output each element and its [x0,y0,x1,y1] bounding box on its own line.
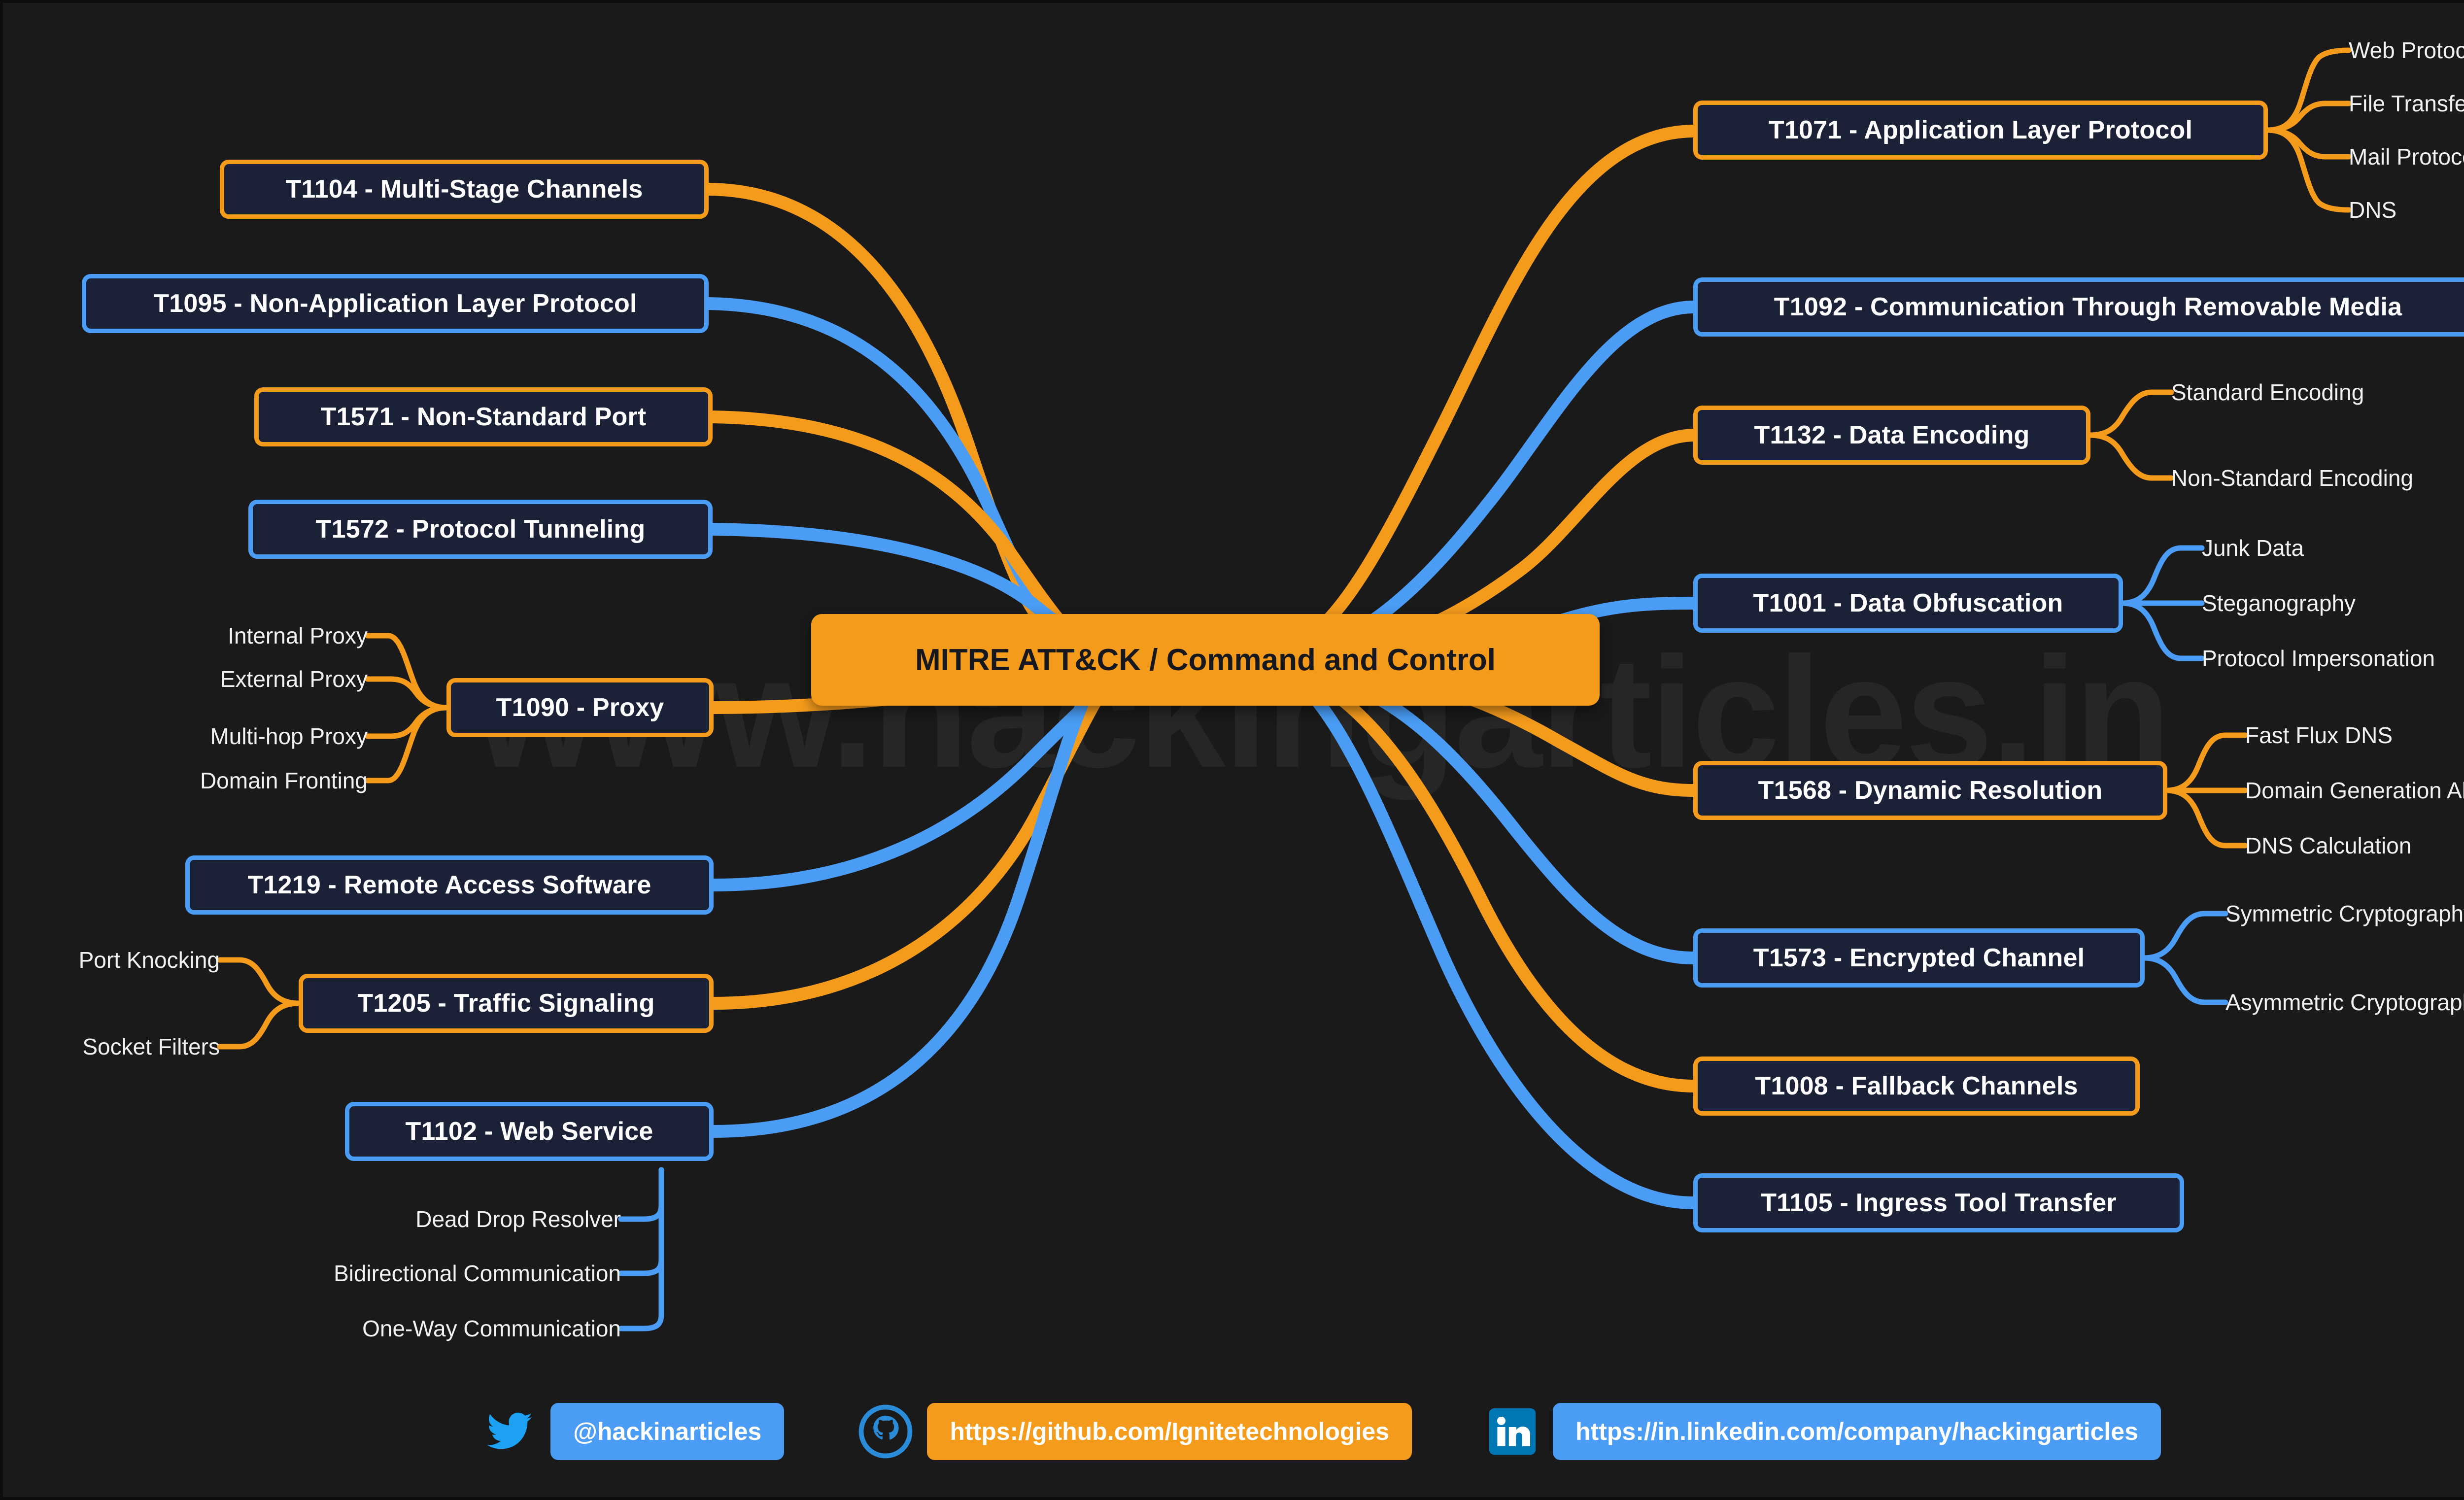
node-label: T1105 - Ingress Tool Transfer [1761,1189,2117,1217]
leaf-wire-web-protocols [2264,47,2352,133]
node-label: T1008 - Fallback Channels [1755,1072,2078,1100]
node-t1571[interactable]: T1571 - Non-Standard Port [254,387,713,446]
twitter-handle-pill[interactable]: @hackinarticles [550,1403,785,1460]
leaf-wire-asymmetric-cryptography [2141,955,2228,1005]
wire-t1105 [1298,679,1700,1209]
node-label: T1132 - Data Encoding [1754,421,2030,449]
footer-social-bar: @hackinarticles https://github.com/Ignit… [3,1390,2464,1473]
leaf-internal-proxy: Internal Proxy [228,623,368,648]
leaf-asymmetric-cryptography: Asymmetric Cryptography [2225,989,2464,1015]
github-url-text: https://github.com/Ignitetechnologies [950,1418,1389,1445]
node-label: T1092 - Communication Through Removable … [1774,293,2402,321]
leaf-protocol-impersonation: Protocol Impersonation [2202,646,2435,671]
node-label: T1205 - Traffic Signaling [357,989,655,1018]
leaf-domain-generation-algorithms: Domain Generation Algorithms [2245,778,2464,803]
leaf-dns: DNS [2349,197,2397,223]
node-label: T1572 - Protocol Tunneling [315,515,646,544]
leaf-wire-fast-flux-dns [2163,732,2248,793]
wire-t1573 [1327,672,1700,964]
node-t1105[interactable]: T1105 - Ingress Tool Transfer [1693,1173,2184,1232]
wire-t1008 [1312,677,1700,1092]
node-label: T1001 - Data Obfuscation [1753,589,2063,617]
footer-linkedin-group[interactable]: https://in.linkedin.com/company/hackinga… [1486,1403,2161,1460]
leaf-socket-filters: Socket Filters [82,1034,220,1059]
linkedin-url-pill[interactable]: https://in.linkedin.com/company/hackinga… [1553,1403,2161,1460]
leaf-port-knocking: Port Knocking [78,947,220,973]
leaf-wire-protocol-impersonation [2119,600,2205,661]
leaf-bidirectional-communication: Bidirectional Communication [334,1261,621,1286]
node-t1095[interactable]: T1095 - Non-Application Layer Protocol [82,274,709,333]
node-t1573[interactable]: T1573 - Encrypted Channel [1693,928,2145,988]
node-label: T1219 - Remote Access Software [247,871,651,899]
node-t1001[interactable]: T1001 - Data Obfuscation [1693,574,2123,633]
node-label: T1102 - Web Service [405,1117,653,1146]
leaf-wire-external-proxy [365,676,449,711]
leaf-standard-encoding: Standard Encoding [2171,379,2364,405]
leaf-wire-junk-data [2119,545,2205,606]
twitter-handle-text: @hackinarticles [573,1418,762,1445]
node-t1132[interactable]: T1132 - Data Encoding [1693,406,2090,465]
node-label: T1071 - Application Layer Protocol [1768,116,2193,144]
github-url-pill[interactable]: https://github.com/Ignitetechnologies [927,1403,1412,1460]
leaf-non-standard-encoding: Non-Standard Encoding [2171,465,2413,491]
node-t1008[interactable]: T1008 - Fallback Channels [1693,1057,2140,1116]
linkedin-url-text: https://in.linkedin.com/company/hackinga… [1575,1418,2138,1445]
leaf-wire-domain-fronting [365,705,449,784]
leaf-dead-drop-resolver: Dead Drop Resolver [415,1206,621,1232]
node-t1572[interactable]: T1572 - Protocol Tunneling [248,500,713,559]
node-t1102[interactable]: T1102 - Web Service [345,1102,714,1161]
leaf-junk-data: Junk Data [2202,535,2304,561]
github-cat-icon [858,1404,913,1459]
node-t1219[interactable]: T1219 - Remote Access Software [185,855,714,915]
leaf-wire-dns-calculation [2163,787,2248,849]
leaf-wire-standard-encoding [2087,389,2174,438]
leaf-one-way-communication: One-Way Communication [362,1316,621,1341]
leaf-steganography: Steganography [2202,590,2356,616]
node-t1104[interactable]: T1104 - Multi-Stage Channels [220,160,709,219]
leaf-external-proxy: External Proxy [220,666,368,692]
leaf-wire-symmetric-cryptography [2141,911,2228,961]
node-label: T1571 - Non-Standard Port [320,403,647,431]
leaf-wire-internal-proxy [365,633,449,711]
center-node-command-and-control[interactable]: MITRE ATT&CK / Command and Control [811,614,1600,706]
leaf-wire-one-way-communication [618,1167,664,1331]
leaf-multi-hop-proxy: Multi-hop Proxy [210,723,368,749]
node-label: T1104 - Multi-Stage Channels [285,175,643,204]
footer-twitter-group[interactable]: @hackinarticles [482,1403,785,1460]
node-label: T1568 - Dynamic Resolution [1758,776,2103,805]
leaf-symmetric-cryptography: Symmetric Cryptography [2225,901,2464,926]
footer-github-group[interactable]: https://github.com/Ignitetechnologies [858,1403,1412,1460]
node-t1568[interactable]: T1568 - Dynamic Resolution [1693,761,2167,820]
leaf-wire-dns [2264,127,2352,213]
node-t1090[interactable]: T1090 - Proxy [446,678,714,737]
node-label: T1095 - Non-Application Layer Protocol [153,289,637,318]
leaf-wire-socket-filters [217,1000,302,1050]
center-node-label: MITRE ATT&CK / Command and Control [915,643,1496,677]
leaf-wire-dead-drop-resolver [618,1167,664,1222]
twitter-bird-icon [482,1407,537,1456]
node-t1205[interactable]: T1205 - Traffic Signaling [299,974,714,1033]
leaf-web-protocols: Web Protocols [2349,37,2464,63]
leaf-dns-calculation: DNS Calculation [2245,833,2412,858]
wire-t1102 [707,682,1096,1138]
wire-t1092 [1312,301,1700,655]
node-t1092[interactable]: T1092 - Communication Through Removable … [1693,277,2464,337]
leaf-domain-fronting: Domain Fronting [200,768,368,793]
leaf-file-transfer-protocols: File Transfer Protocols [2349,91,2464,116]
leaf-fast-flux-dns: Fast Flux DNS [2245,722,2393,748]
node-t1071[interactable]: T1071 - Application Layer Protocol [1693,101,2268,160]
connector-wires [217,47,2352,1331]
wire-t1205 [707,677,1113,1010]
leaf-wire-non-standard-encoding [2087,432,2174,481]
node-label: T1573 - Encrypted Channel [1753,944,2085,972]
node-label: T1090 - Proxy [496,693,664,722]
leaf-mail-protocols: Mail Protocols [2349,144,2464,170]
linkedin-in-icon [1486,1405,1539,1458]
wire-t1071 [1293,125,1700,650]
leaf-wire-port-knocking [217,957,302,1006]
